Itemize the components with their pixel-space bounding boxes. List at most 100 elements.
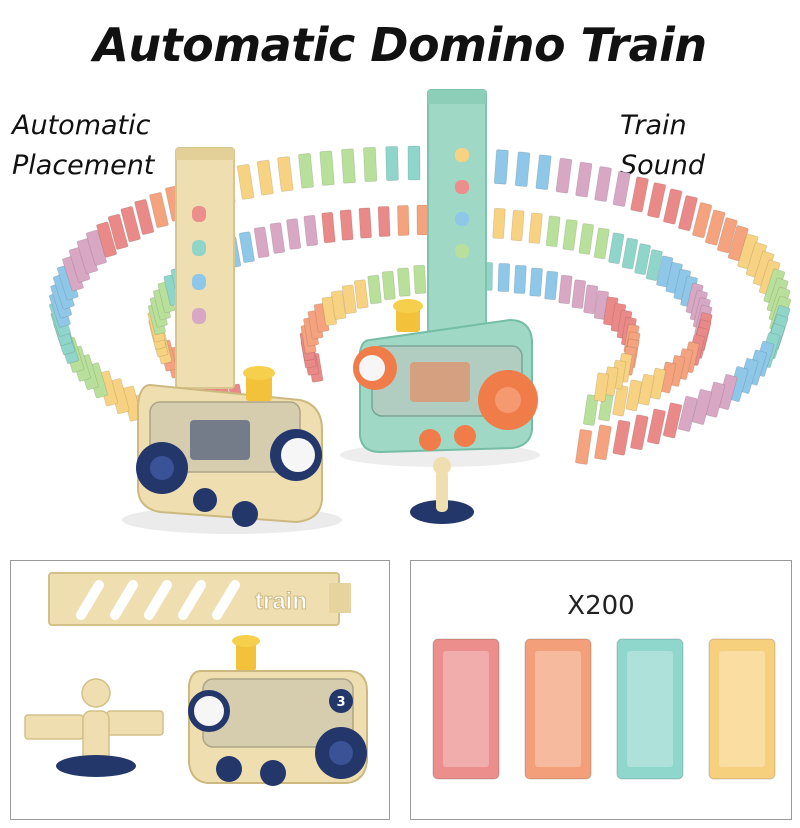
domino-tile xyxy=(555,157,573,194)
domino-piece-inset xyxy=(627,651,673,767)
domino-tile xyxy=(358,207,372,239)
domino-piece xyxy=(708,638,776,780)
domino-count: X200 xyxy=(567,591,635,621)
domino-tile xyxy=(594,166,612,202)
domino-tile xyxy=(363,146,378,182)
domino-tile xyxy=(341,148,356,184)
domino-tile xyxy=(149,192,169,229)
domino-tile xyxy=(646,408,666,445)
domino-tile xyxy=(545,215,561,248)
domino-tile xyxy=(510,209,525,242)
domino-tile xyxy=(637,373,655,406)
feature-line: Placement xyxy=(12,150,155,181)
domino-tile xyxy=(120,206,141,243)
domino-tile xyxy=(367,274,382,305)
domino-scene xyxy=(48,89,792,534)
accessories-illustration: train 3 xyxy=(24,572,368,786)
domino-tile xyxy=(645,249,663,282)
domino-tile xyxy=(253,226,270,259)
domino-tile xyxy=(647,182,667,219)
domino-tile xyxy=(413,264,427,295)
domino-tile xyxy=(353,279,369,309)
domino-tile xyxy=(691,388,712,425)
domino-tile xyxy=(497,262,511,293)
domino-tile xyxy=(663,188,683,225)
placer-arm-piece xyxy=(24,678,164,777)
domino-tile xyxy=(678,195,698,232)
domino-tile xyxy=(85,229,107,266)
cream-train-small: 3 xyxy=(188,635,368,786)
domino-tile xyxy=(236,163,255,200)
train-number: 3 xyxy=(336,695,345,710)
domino-tile xyxy=(630,176,649,213)
domino-tile xyxy=(535,154,552,190)
domino-tile xyxy=(277,156,294,192)
domino-tile xyxy=(612,171,631,207)
domino-tile xyxy=(397,205,410,236)
domino-tile xyxy=(608,232,625,265)
domino-tile xyxy=(705,209,726,246)
domino-tile xyxy=(677,395,698,432)
domino-tile xyxy=(381,270,396,301)
domino-tile xyxy=(339,209,354,241)
domino-tile xyxy=(575,428,593,465)
feature-train-sound: Train Sound xyxy=(620,106,790,186)
domino-piece-inset xyxy=(443,651,489,767)
domino-tile xyxy=(625,379,643,412)
domino-tile xyxy=(397,267,411,297)
domino-placer-pin xyxy=(410,457,474,524)
domino-tile xyxy=(571,279,587,309)
domino-tile xyxy=(612,419,631,456)
domino-tile xyxy=(544,270,559,301)
dominoes-panel: X200 xyxy=(410,560,792,820)
domino-tile xyxy=(96,221,118,258)
domino-pieces xyxy=(432,638,776,780)
domino-tile xyxy=(692,202,713,239)
domino-piece-inset xyxy=(719,651,765,767)
domino-tile xyxy=(514,151,531,188)
domino-tile xyxy=(594,424,612,461)
domino-tile xyxy=(238,231,255,264)
feature-line: Sound xyxy=(620,150,706,181)
domino-tile xyxy=(593,227,610,260)
accessories-panel: train 3 xyxy=(10,560,390,820)
domino-tile xyxy=(107,213,129,250)
domino-tile xyxy=(407,145,421,181)
domino-tile xyxy=(493,149,509,185)
domino-tile xyxy=(621,237,639,270)
domino-tile xyxy=(269,222,286,254)
domino-tile xyxy=(612,384,629,417)
domino-tile xyxy=(331,290,347,320)
domino-rail: train xyxy=(48,572,351,626)
domino-tile xyxy=(321,211,336,244)
domino-tile xyxy=(716,217,738,254)
domino-piece xyxy=(616,638,684,780)
domino-tile xyxy=(583,284,599,315)
domino-tile xyxy=(578,223,595,255)
cream-train xyxy=(122,147,342,534)
domino-tile xyxy=(341,284,357,315)
domino-tile xyxy=(558,274,573,305)
feature-line: Automatic xyxy=(12,110,151,141)
domino-piece xyxy=(524,638,592,780)
feature-line: Train xyxy=(620,110,687,141)
domino-tile xyxy=(630,414,649,451)
mint-train xyxy=(340,89,540,467)
domino-tile xyxy=(319,150,335,186)
domino-tile xyxy=(562,219,578,251)
domino-tile xyxy=(416,204,429,236)
page-title: Automatic Domino Train xyxy=(93,18,707,72)
domino-tile xyxy=(377,205,391,238)
domino-tile xyxy=(528,212,543,244)
domino-piece xyxy=(432,638,500,780)
domino-tile xyxy=(634,243,652,276)
domino-tile xyxy=(583,394,599,426)
domino-tile xyxy=(134,198,155,236)
domino-tile xyxy=(575,161,593,198)
domino-tile xyxy=(286,218,302,250)
domino-piece-inset xyxy=(535,651,581,767)
domino-tile xyxy=(513,264,527,295)
domino-tile xyxy=(492,207,506,240)
domino-tile xyxy=(303,214,319,247)
feature-automatic-placement: Automatic Placement xyxy=(12,106,154,186)
